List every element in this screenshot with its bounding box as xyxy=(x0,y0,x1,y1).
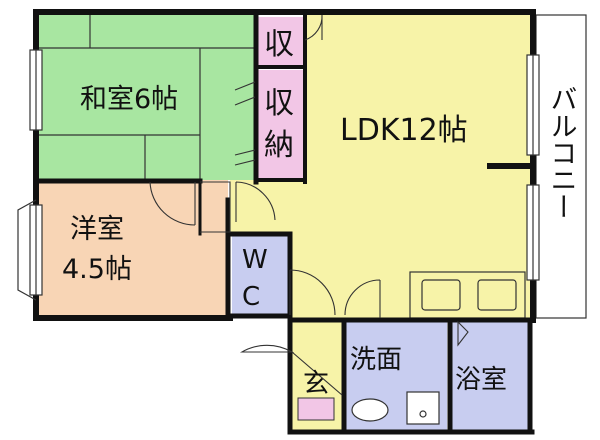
yokushitsu-label: 浴室 xyxy=(455,365,507,395)
door-swings xyxy=(149,14,469,396)
storage-top-area xyxy=(258,17,303,65)
storage-mid-label-line2: 納 xyxy=(264,128,294,163)
washitsu-area xyxy=(38,15,256,180)
storage-mid-area xyxy=(258,70,303,178)
shoe-box xyxy=(297,397,335,421)
balcony-area xyxy=(535,14,587,319)
yoshitsu-label-line2: 4.5帖 xyxy=(62,254,132,285)
storage-top-label: 収 xyxy=(264,27,294,62)
senmen-label: 洗面 xyxy=(350,345,402,375)
tatami-lines xyxy=(38,15,256,180)
yoshitsu-area xyxy=(38,180,228,315)
washitsu-label: 和室6帖 xyxy=(80,84,178,115)
storage-mid-label-line1: 収 xyxy=(264,86,294,121)
yokushitsu-area xyxy=(452,322,528,430)
ldk-label: LDK12帖 xyxy=(340,113,468,148)
wc-label-line1: W xyxy=(242,245,268,275)
wc-label-line2: C xyxy=(242,282,260,312)
wc-area xyxy=(232,236,288,314)
washroom-fixtures xyxy=(351,391,440,425)
yoshitsu-label-line1: 洋室 xyxy=(70,214,124,245)
windows xyxy=(17,49,540,301)
balcony-label: バルコニー xyxy=(546,85,577,220)
genkan-label: 玄 xyxy=(303,369,329,399)
